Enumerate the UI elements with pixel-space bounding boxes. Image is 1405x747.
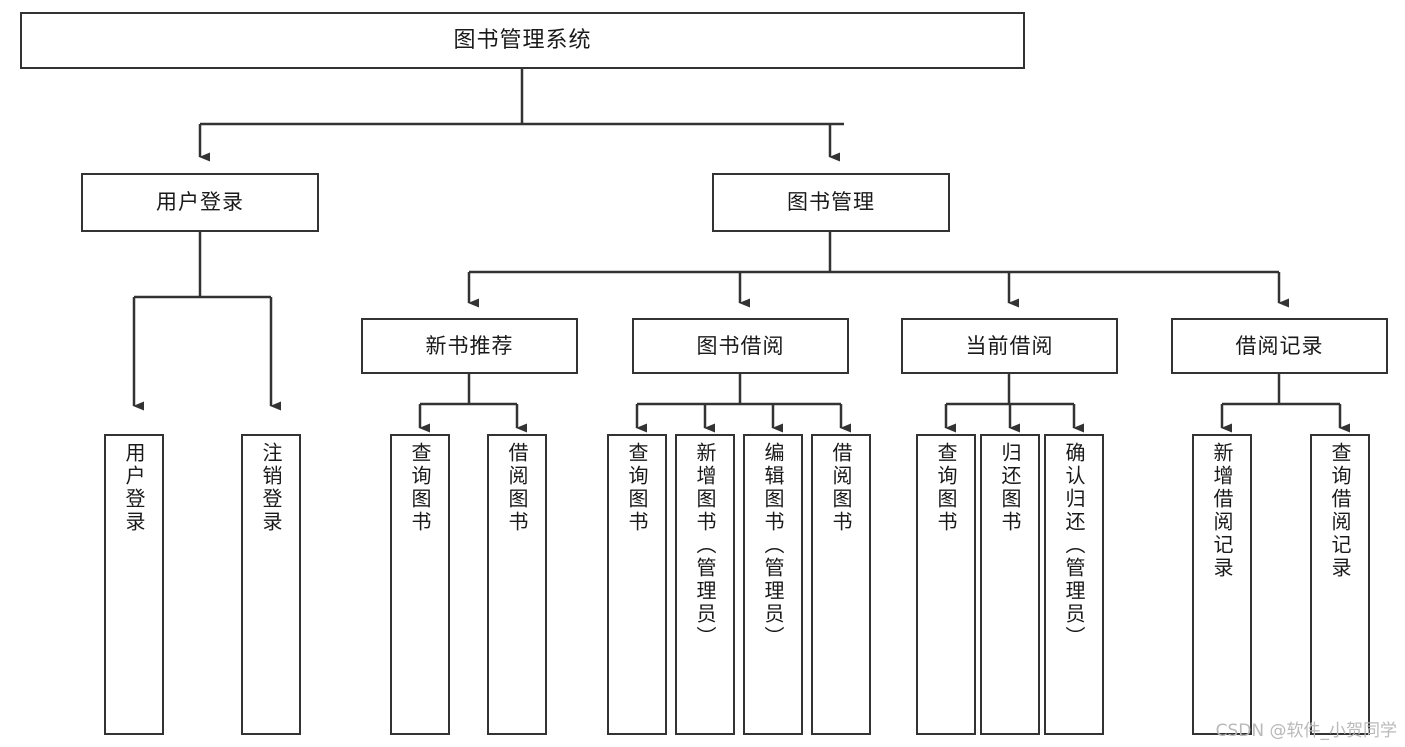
leaf-borrow-record-add-record[interactable]: 新增借阅记录 bbox=[1192, 434, 1252, 735]
leaf-current-borrow-confirm-return-admin[interactable]: 确认归还（管理员） bbox=[1044, 434, 1104, 735]
csdn-watermark: CSDN @软件_小贺同学 bbox=[1215, 721, 1397, 741]
node-label: 归还图书 bbox=[998, 442, 1022, 534]
node-label: 新增借阅记录 bbox=[1210, 442, 1234, 580]
leaf-user-login-login[interactable]: 用户登录 bbox=[104, 434, 164, 735]
node-label: 查询图书 bbox=[625, 442, 649, 534]
node-book-borrow[interactable]: 图书借阅 bbox=[632, 318, 849, 374]
node-borrow-record[interactable]: 借阅记录 bbox=[1171, 318, 1388, 374]
leaf-book-borrow-add-book-admin[interactable]: 新增图书（管理员） bbox=[675, 434, 735, 735]
node-label: 借阅记录 bbox=[1235, 333, 1324, 358]
node-label: 借阅图书 bbox=[829, 442, 853, 534]
node-current-borrow[interactable]: 当前借阅 bbox=[901, 318, 1118, 374]
node-user-login[interactable]: 用户登录 bbox=[81, 173, 319, 232]
node-label: 图书借阅 bbox=[696, 333, 785, 358]
node-label: 用户登录 bbox=[156, 190, 244, 215]
node-label: 查询图书 bbox=[408, 442, 432, 534]
leaf-book-borrow-query-books[interactable]: 查询图书 bbox=[607, 434, 667, 735]
node-label: 新增图书（管理员） bbox=[693, 442, 717, 649]
node-root-book-management-system[interactable]: 图书管理系统 bbox=[20, 12, 1025, 69]
leaf-new-book-query-books[interactable]: 查询图书 bbox=[390, 434, 450, 735]
node-new-book-recommend[interactable]: 新书推荐 bbox=[361, 318, 578, 374]
leaf-borrow-record-query-record[interactable]: 查询借阅记录 bbox=[1310, 434, 1370, 735]
node-label: 图书管理系统 bbox=[453, 27, 592, 53]
leaf-current-borrow-return-books[interactable]: 归还图书 bbox=[980, 434, 1040, 735]
leaf-current-borrow-query-books[interactable]: 查询图书 bbox=[916, 434, 976, 735]
node-label: 图书管理 bbox=[787, 190, 875, 215]
leaf-new-book-borrow-books[interactable]: 借阅图书 bbox=[487, 434, 547, 735]
node-label: 确认归还（管理员） bbox=[1062, 442, 1086, 649]
node-label: 查询借阅记录 bbox=[1328, 442, 1352, 580]
node-label: 编辑图书（管理员） bbox=[761, 442, 785, 649]
node-label: 注销登录 bbox=[259, 442, 283, 534]
leaf-user-login-logout[interactable]: 注销登录 bbox=[241, 434, 301, 735]
node-book-management[interactable]: 图书管理 bbox=[712, 173, 950, 232]
leaf-book-borrow-edit-book-admin[interactable]: 编辑图书（管理员） bbox=[743, 434, 803, 735]
node-label: 查询图书 bbox=[934, 442, 958, 534]
node-label: 借阅图书 bbox=[505, 442, 529, 534]
node-label: 新书推荐 bbox=[425, 333, 514, 358]
node-label: 当前借阅 bbox=[965, 333, 1054, 358]
node-label: 用户登录 bbox=[122, 442, 146, 534]
leaf-book-borrow-borrow-books[interactable]: 借阅图书 bbox=[811, 434, 871, 735]
